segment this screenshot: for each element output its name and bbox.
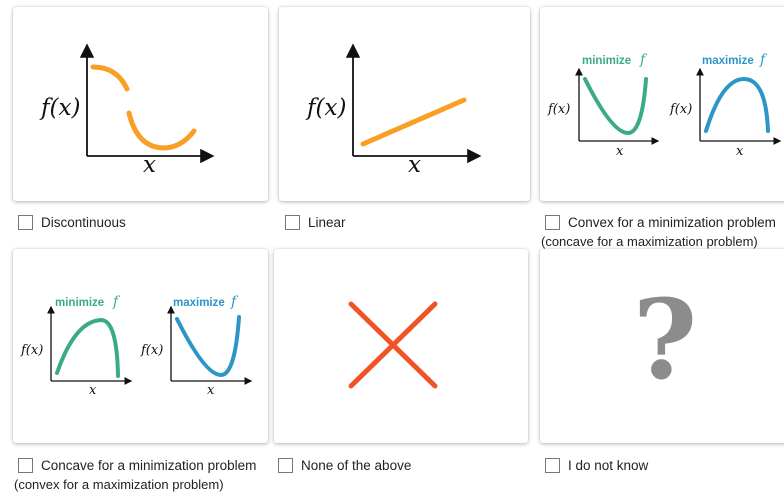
x-axis-label: x <box>408 152 421 178</box>
minimize-title: minimize <box>582 55 631 67</box>
svg-text:x: x <box>616 144 624 159</box>
option-card-none-of-the-above[interactable] <box>274 249 528 443</box>
svg-text:x: x <box>89 383 97 398</box>
option-label: I do not know <box>568 458 649 473</box>
convex-curve <box>583 77 648 136</box>
option-label-line1: Concave for a minimization problem <box>41 458 257 473</box>
linear-graph: f(x) x <box>305 43 482 178</box>
minimize-title: minimize <box>55 297 104 309</box>
maximize-title: maximize <box>173 297 225 309</box>
checkbox[interactable] <box>18 215 33 230</box>
y-axis-label: f(x) <box>305 95 346 121</box>
svg-text:f(x): f(x) <box>669 102 692 117</box>
option-card-i-do-not-know[interactable]: ? <box>540 249 784 443</box>
option-label-line1: Convex for a minimization problem <box>568 215 776 230</box>
option-card-discontinuous[interactable]: f(x) x <box>13 7 268 201</box>
curve-segment-2 <box>126 110 197 151</box>
checkbox[interactable] <box>278 458 293 473</box>
option-concave-line2: (convex for a maximization problem) <box>14 477 224 492</box>
option-card-linear[interactable]: f(x) x <box>279 7 530 201</box>
option-label: Discontinuous <box>41 215 126 230</box>
checkbox[interactable] <box>285 215 300 230</box>
question-mark-icon: ? <box>632 275 698 404</box>
curve-segment-1 <box>90 64 130 92</box>
checkbox[interactable] <box>545 215 560 230</box>
option-card-concave[interactable]: minimize f f(x) x maximize f f(x) x <box>13 249 268 443</box>
f-label: f <box>639 52 648 68</box>
option-concave[interactable]: Concave for a minimization problem <box>18 456 256 475</box>
concave-curve <box>55 317 120 378</box>
checkbox[interactable] <box>18 458 33 473</box>
convex-graphs: minimize f f(x) x maximize f f(x) x <box>547 52 782 159</box>
option-discontinuous[interactable]: Discontinuous <box>18 213 126 232</box>
svg-text:f(x): f(x) <box>547 102 570 117</box>
checkbox[interactable] <box>545 458 560 473</box>
option-i-do-not-know[interactable]: I do not know <box>545 456 648 475</box>
concave-curve <box>704 76 770 133</box>
svg-text:f(x): f(x) <box>140 343 163 358</box>
option-label: None of the above <box>301 458 412 473</box>
option-convex-line2: (concave for a maximization problem) <box>541 234 758 249</box>
svg-text:f(x): f(x) <box>20 343 43 358</box>
y-axis-label: f(x) <box>39 95 80 121</box>
concave-graphs: minimize f f(x) x maximize f f(x) x <box>20 294 253 398</box>
f-label: f <box>230 294 239 310</box>
svg-text:x: x <box>736 144 744 159</box>
x-axis-label: x <box>143 152 156 178</box>
f-label: f <box>759 52 768 68</box>
f-label: f <box>112 294 121 310</box>
convex-curve <box>175 315 241 378</box>
svg-text:x: x <box>207 383 215 398</box>
option-card-convex[interactable]: minimize f f(x) x maximize f f(x) x <box>540 7 784 201</box>
maximize-title: maximize <box>702 55 754 67</box>
option-convex[interactable]: Convex for a minimization problem <box>545 213 776 232</box>
linear-line <box>360 97 467 147</box>
option-label: Linear <box>308 215 346 230</box>
option-linear[interactable]: Linear <box>285 213 346 232</box>
x-mark-icon <box>348 301 438 389</box>
option-none-of-the-above[interactable]: None of the above <box>278 456 411 475</box>
discontinuous-graph: f(x) x <box>39 43 215 178</box>
